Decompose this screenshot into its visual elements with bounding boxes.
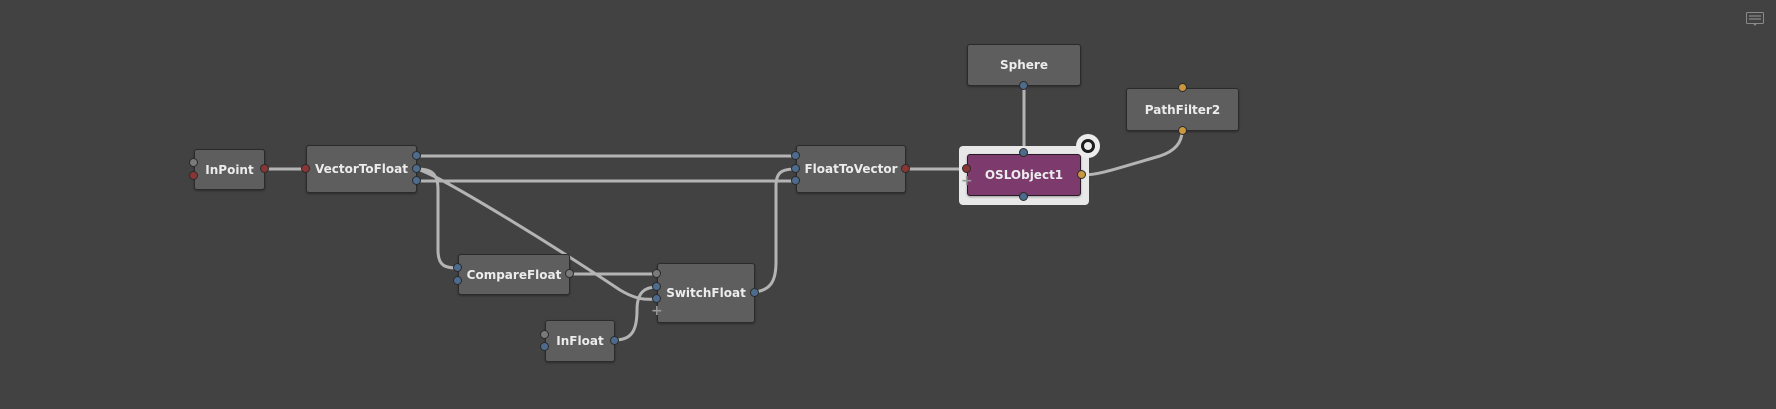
node-pathfilter2[interactable]: PathFilter2 <box>1126 88 1239 131</box>
output-plug[interactable] <box>610 336 619 345</box>
output-plug-x[interactable] <box>412 151 421 160</box>
node-label: CompareFloat <box>466 267 562 282</box>
node-oslobject1[interactable]: OSLObject1 <box>967 154 1081 196</box>
output-plug[interactable] <box>901 164 910 173</box>
node-infloat[interactable]: InFloat <box>545 320 615 362</box>
input-plug[interactable] <box>1019 148 1028 157</box>
input-plug[interactable] <box>189 158 198 167</box>
node-comparefloat[interactable]: CompareFloat <box>458 254 570 295</box>
plus-icon[interactable]: + <box>961 173 973 189</box>
input-plug[interactable] <box>453 263 462 272</box>
menu-icon[interactable] <box>1746 12 1764 26</box>
node-label: FloatToVector <box>804 162 898 176</box>
output-plug[interactable] <box>1019 192 1028 201</box>
output-plug[interactable] <box>1178 126 1187 135</box>
connection-switchfloat-ftv-y <box>753 167 798 294</box>
input-plug[interactable] <box>652 269 661 278</box>
input-plug[interactable] <box>962 164 971 173</box>
node-switchfloat[interactable]: SwitchFloat <box>657 263 755 323</box>
input-plug[interactable] <box>540 330 549 339</box>
node-inpoint[interactable]: InPoint <box>194 149 265 190</box>
output-plug[interactable] <box>750 288 759 297</box>
plus-icon[interactable]: + <box>651 303 663 319</box>
node-label: VectorToFloat <box>314 162 408 176</box>
connection-vtf-y-comparefloat <box>415 167 460 270</box>
node-sphere[interactable]: Sphere <box>967 44 1081 86</box>
input-plug[interactable] <box>1178 83 1187 92</box>
output-plug-y[interactable] <box>412 164 421 173</box>
output-plug[interactable] <box>565 269 574 278</box>
input-plug-z[interactable] <box>791 176 800 185</box>
input-plug[interactable] <box>652 294 661 303</box>
focus-node-icon[interactable] <box>1076 134 1100 158</box>
input-plug[interactable] <box>453 276 462 285</box>
connection-oslobject-pathfilter <box>1080 129 1184 177</box>
node-vectortofloat[interactable]: VectorToFloat <box>306 145 417 193</box>
node-label: PathFilter2 <box>1144 102 1221 117</box>
input-plug[interactable] <box>652 282 661 291</box>
node-label: InPoint <box>205 162 254 177</box>
node-label: Sphere <box>1000 58 1048 72</box>
input-plug[interactable] <box>189 171 198 180</box>
node-label: InFloat <box>556 334 604 348</box>
input-plug-y[interactable] <box>791 164 800 173</box>
node-floattovector[interactable]: FloatToVector <box>796 145 906 193</box>
output-plug[interactable] <box>1077 170 1086 179</box>
input-plug[interactable] <box>540 342 549 351</box>
node-label: SwitchFloat <box>666 286 746 300</box>
input-plug[interactable] <box>301 164 310 173</box>
output-plug-z[interactable] <box>412 176 421 185</box>
connection-infloat-switchfloat <box>613 285 659 342</box>
input-plug-x[interactable] <box>791 151 800 160</box>
node-label: OSLObject1 <box>984 168 1064 182</box>
output-plug[interactable] <box>1019 81 1028 90</box>
connection-vtf-y-switchfloat <box>415 167 659 301</box>
output-plug[interactable] <box>260 164 269 173</box>
